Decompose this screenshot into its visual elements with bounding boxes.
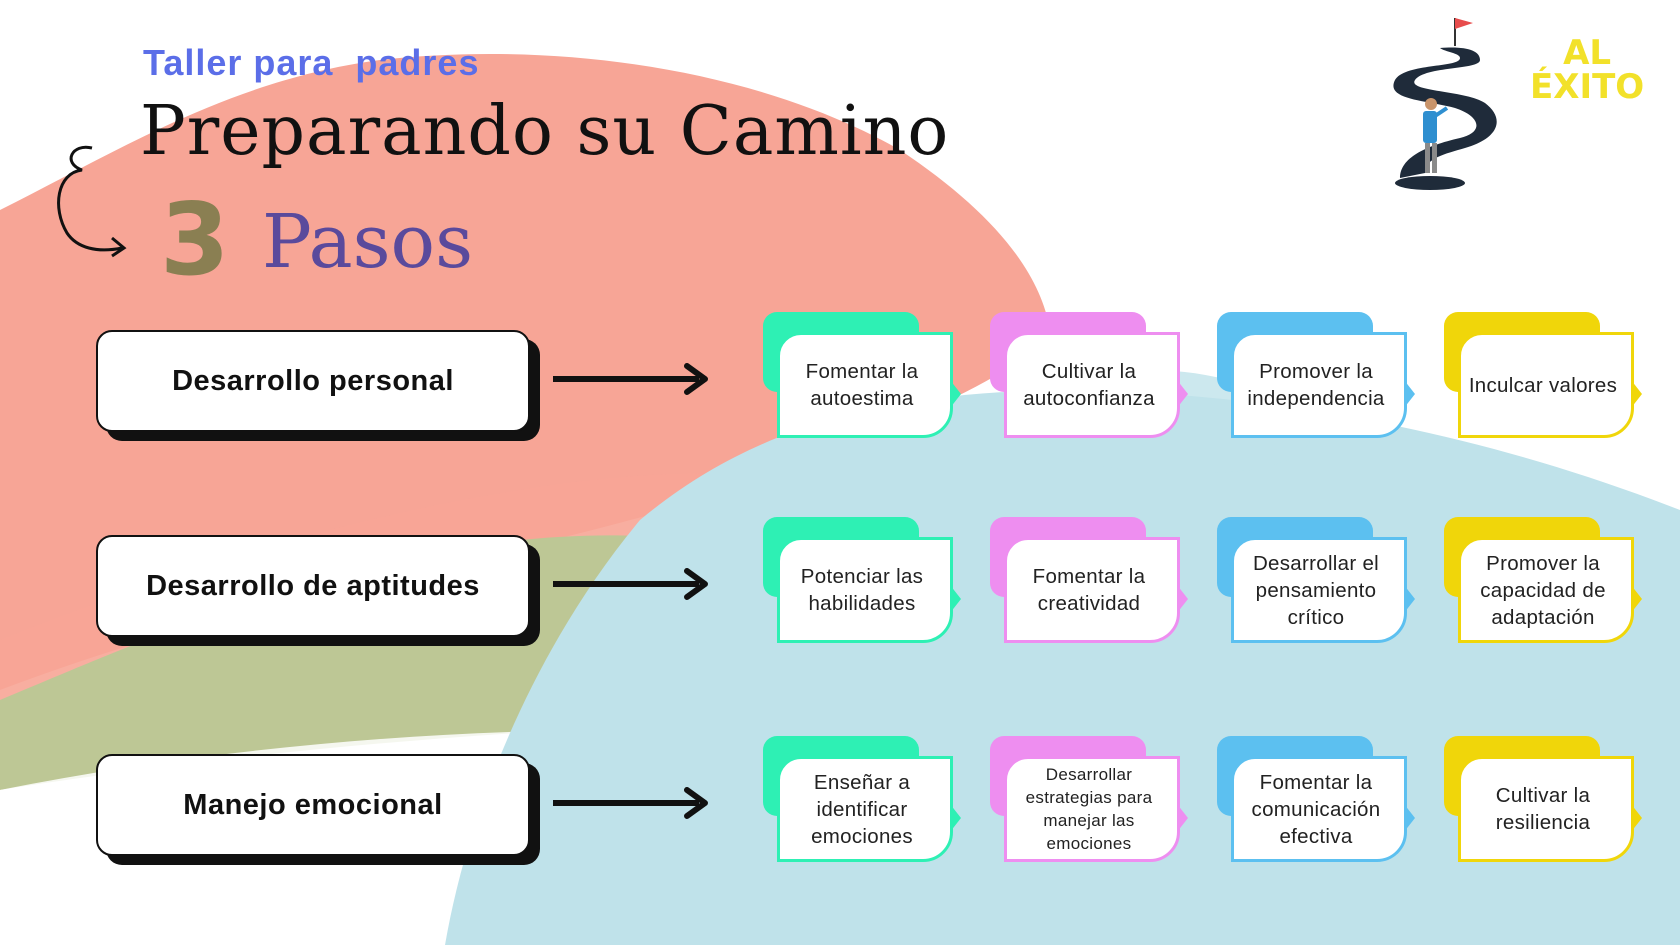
step-card: Cultivar la autoconfianza xyxy=(990,312,1196,446)
step-card: Desarrollar estrategias para manejar las… xyxy=(990,736,1196,870)
step-card: Desarrollar el pensamiento crítico xyxy=(1217,517,1423,651)
card-label: Enseñar a identificar emociones xyxy=(777,756,953,862)
area-box: Desarrollo de aptitudes xyxy=(96,535,530,637)
chevron-right-icon xyxy=(1177,585,1188,613)
step-card: Fomentar la comunicación efectiva xyxy=(1217,736,1423,870)
logo-text: AL ÉXITO xyxy=(1530,36,1644,104)
chevron-right-icon xyxy=(1177,380,1188,408)
curl-arrow-icon xyxy=(57,145,127,258)
steps-word: Pasos xyxy=(262,199,474,285)
card-label: Desarrollar el pensamiento crítico xyxy=(1231,537,1407,643)
area-box: Manejo emocional xyxy=(96,754,530,856)
card-label: Promover la independencia xyxy=(1231,332,1407,438)
step-card: Promover la capacidad de adaptación xyxy=(1444,517,1650,651)
page-title: Preparando su Camino xyxy=(140,92,950,171)
card-label: Inculcar valores xyxy=(1458,332,1634,438)
right-arrow-icon xyxy=(553,787,708,819)
chevron-right-icon xyxy=(1404,804,1415,832)
success-logo: AL ÉXITO xyxy=(1385,8,1650,198)
card-label: Potenciar las habilidades xyxy=(777,537,953,643)
white-streak xyxy=(0,730,620,805)
card-label: Fomentar la creatividad xyxy=(1004,537,1180,643)
chevron-right-icon xyxy=(1631,585,1642,613)
area-box: Desarrollo personal xyxy=(96,330,530,432)
chevron-right-icon xyxy=(1631,380,1642,408)
card-label: Promover la capacidad de adaptación xyxy=(1458,537,1634,643)
chevron-right-icon xyxy=(1404,585,1415,613)
right-arrow-icon xyxy=(553,363,708,395)
card-label: Fomentar la comunicación efectiva xyxy=(1231,756,1407,862)
step-card: Promover la independencia xyxy=(1217,312,1423,446)
chevron-right-icon xyxy=(1404,380,1415,408)
step-card: Enseñar a identificar emociones xyxy=(763,736,969,870)
card-label: Cultivar la resiliencia xyxy=(1458,756,1634,862)
chevron-right-icon xyxy=(1631,804,1642,832)
logo-text-line1: AL xyxy=(1563,33,1612,73)
step-card: Fomentar la autoestima xyxy=(763,312,969,446)
card-label: Cultivar la autoconfianza xyxy=(1004,332,1180,438)
logo-text-line2: ÉXITO xyxy=(1530,67,1645,107)
step-card: Cultivar la resiliencia xyxy=(1444,736,1650,870)
chevron-right-icon xyxy=(950,585,961,613)
card-label: Desarrollar estrategias para manejar las… xyxy=(1004,756,1180,862)
workshop-subtitle: Taller para padres xyxy=(143,42,480,83)
step-card: Fomentar la creatividad xyxy=(990,517,1196,651)
step-card: Potenciar las habilidades xyxy=(763,517,969,651)
winding-road-icon xyxy=(1393,18,1497,190)
card-label: Fomentar la autoestima xyxy=(777,332,953,438)
chevron-right-icon xyxy=(950,804,961,832)
chevron-right-icon xyxy=(950,380,961,408)
chevron-right-icon xyxy=(1177,804,1188,832)
right-arrow-icon xyxy=(553,568,708,600)
step-card: Inculcar valores xyxy=(1444,312,1650,446)
steps-number: 3 xyxy=(160,181,230,298)
